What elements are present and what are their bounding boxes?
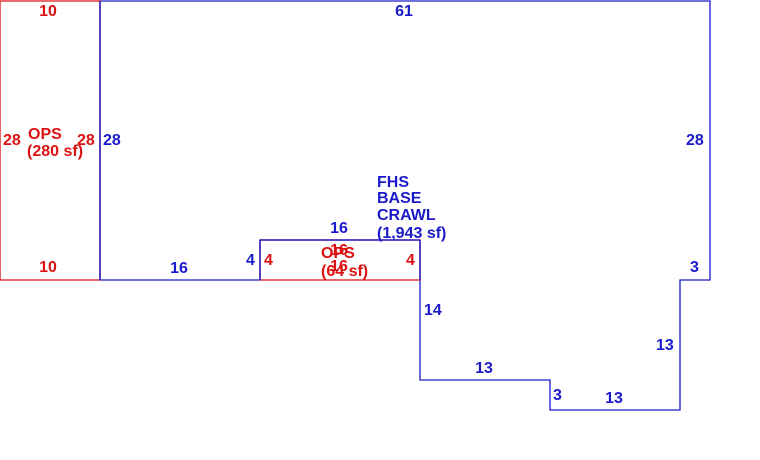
- ops-left-top-dimension: 10: [39, 3, 57, 20]
- ops-small-area-name: OPS: [321, 245, 355, 262]
- main-top-dimension: 61: [395, 3, 413, 20]
- main-step-drop-dimension: 3: [553, 387, 562, 404]
- main-notch-right-drop-dimension: 14: [424, 302, 442, 319]
- main-notch-top-dimension: 16: [330, 220, 348, 237]
- ops-left-bottom-dimension: 10: [39, 259, 57, 276]
- main-left-dimension: 28: [103, 132, 121, 149]
- main-step-bottom-1-dimension: 13: [475, 360, 493, 377]
- main-area-name-line-3: CRAWL: [377, 207, 436, 224]
- ops-small-top-dimension: 16: [330, 242, 348, 259]
- ops-small-area-size: (64 sf): [321, 263, 369, 280]
- main-area-name-line-2: BASE: [377, 190, 422, 207]
- main-notch-left-dimension: 4: [246, 252, 255, 269]
- main-right-lower-dimension: 13: [656, 337, 674, 354]
- ops-left-area-name: OPS: [28, 126, 62, 143]
- main-right-jog-dimension: 3: [690, 259, 699, 276]
- ops-small-left-dimension: 4: [264, 252, 273, 269]
- main-area-size: (1,943 sf): [377, 225, 447, 242]
- ops-left-left-dimension: 28: [3, 132, 21, 149]
- ops-small-bottom-dimension: 16: [330, 258, 348, 275]
- ops-left-area-size: (280 sf): [27, 143, 84, 160]
- main-step-bottom-2-dimension: 13: [605, 390, 623, 407]
- main-bottom-left-dimension: 16: [170, 260, 188, 277]
- main-area-name-line-1: FHS: [377, 174, 409, 191]
- ops-left-right-dimension: 28: [77, 132, 95, 149]
- main-right-dimension: 28: [686, 132, 704, 149]
- ops-small-right-dimension: 4: [406, 252, 415, 269]
